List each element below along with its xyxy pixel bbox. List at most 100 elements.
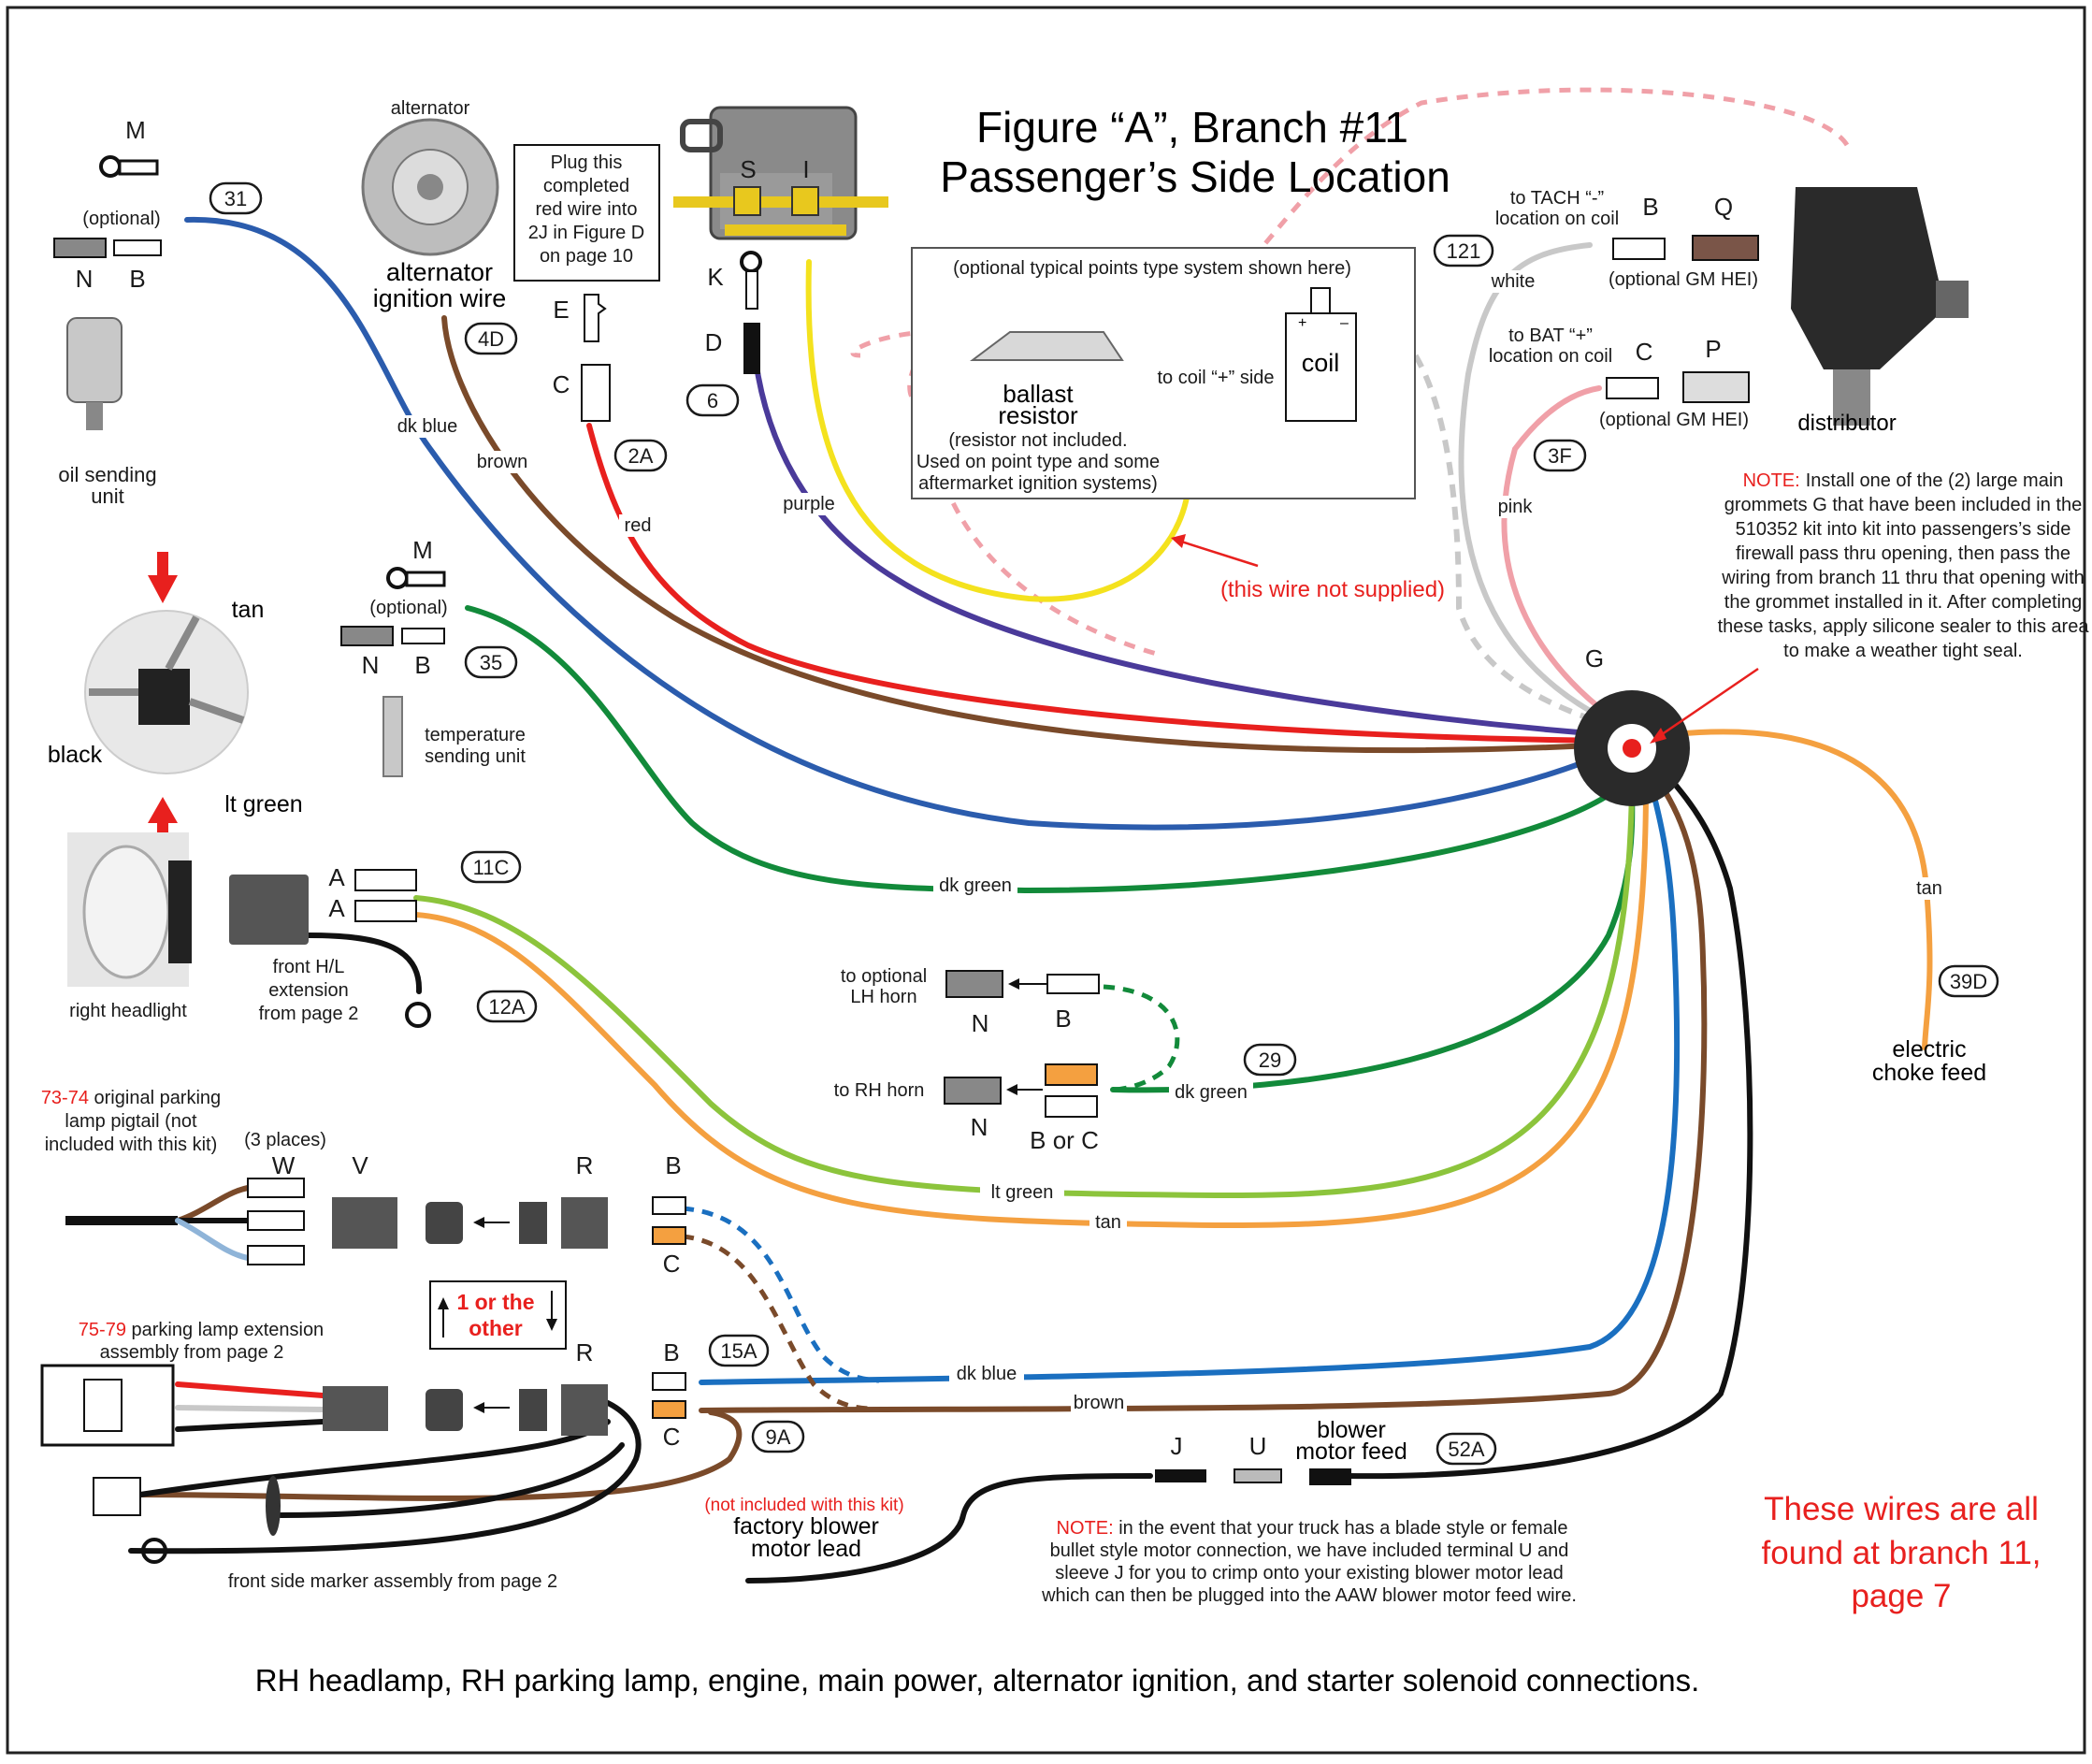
wire-11C <box>413 783 1635 1199</box>
svg-text:12A: 12A <box>488 995 525 1019</box>
wire-id-4D: 4D <box>464 322 518 355</box>
oil-optional: (optional) <box>82 209 160 229</box>
wire-id-31: 31 <box>209 181 263 215</box>
svg-text:N: N <box>972 1009 989 1037</box>
svg-text:firewall pass thru opening, th: firewall pass thru opening, then pass th… <box>1736 543 2070 564</box>
svg-text:B: B <box>665 1151 681 1179</box>
svg-text:location on coil: location on coil <box>1489 346 1612 367</box>
headlight-icon <box>82 845 170 979</box>
starter-solenoid: S I K D E C <box>553 106 888 422</box>
wire-color-label-29: dk green <box>1175 1082 1248 1103</box>
svg-text:6: 6 <box>707 389 718 412</box>
hei-terminal-icon-2 <box>1682 371 1750 403</box>
svg-text:3F: 3F <box>1548 444 1572 468</box>
wire-52A <box>1344 769 1753 1480</box>
wire-color-label-31: dk blue <box>397 416 458 437</box>
svg-text:31: 31 <box>224 187 247 210</box>
svg-text:K: K <box>707 263 724 291</box>
choke-label-2: choke feed <box>1872 1060 1986 1086</box>
oil-B: B <box>129 265 145 293</box>
pigtail-brown <box>175 1185 251 1223</box>
svg-text:LH horn: LH horn <box>850 987 916 1007</box>
wire-id-39D: 39D <box>1938 964 1999 998</box>
svg-text:NOTE: in the event that your t: NOTE: in the event that your truck has a… <box>1057 1518 1568 1539</box>
temp-sender-icon <box>382 696 403 777</box>
svg-text:distributor: distributor <box>1797 411 1896 436</box>
blower-note: NOTE: in the event that your truck has a… <box>1041 1518 1577 1606</box>
spade-terminal-icon <box>113 239 162 256</box>
wire-label-bg-4D <box>474 451 530 473</box>
svg-text:(resistor not included.: (resistor not included. <box>948 430 1127 451</box>
svg-text:red wire into: red wire into <box>536 199 638 220</box>
dashed-brown-73 <box>682 1234 871 1411</box>
wire-id-3F: 3F <box>1533 439 1587 472</box>
horn-bullet-icon <box>945 970 1003 998</box>
choke-label-1: electric <box>1892 1036 1966 1063</box>
wire-color-label-39D: tan <box>1916 878 1942 899</box>
svg-text:(optional typical points type: (optional typical points type system sho… <box>953 258 1351 279</box>
svg-text:NOTE:Install one of the (2) la: NOTE:Install one of the (2) large main <box>1743 470 2064 491</box>
coil-icon <box>1285 312 1357 422</box>
svg-text:bullet style motor connection,: bullet style motor connection, we have i… <box>1050 1540 1569 1561</box>
svg-text:completed: completed <box>543 176 629 196</box>
svg-text:tan: tan <box>232 597 265 623</box>
svg-text:73-74 original parking: 73-74 original parking <box>41 1088 221 1108</box>
not-supplied-arrowhead <box>1171 534 1186 548</box>
svg-text:front H/L: front H/L <box>273 957 345 977</box>
svg-text:to TACH “-”: to TACH “-” <box>1510 188 1604 209</box>
svg-text:front side marker assembly fro: front side marker assembly from page 2 <box>228 1571 557 1592</box>
svg-text:I: I <box>802 155 809 183</box>
connector-R-icon <box>561 1197 608 1249</box>
svg-text:included with this kit): included with this kit) <box>45 1135 218 1155</box>
svg-text:B: B <box>1642 193 1658 221</box>
wire-label-bg-35 <box>933 875 1017 897</box>
wire-id-11C: 11C <box>460 850 522 884</box>
svg-text:factory blower: factory blower <box>733 1513 879 1540</box>
wire-9A <box>699 774 1708 1413</box>
down-arrow-icon <box>148 575 178 603</box>
svg-text:510352 kit into kit into pass: 510352 kit into kit into passengers’s si… <box>1736 519 2071 540</box>
svg-text:to BAT “+”: to BAT “+” <box>1508 325 1593 346</box>
harness-red <box>175 1381 325 1398</box>
wire-color-label-6: purple <box>783 494 835 514</box>
wire-color-label-9A: brown <box>1074 1393 1124 1413</box>
svg-text:these tasks, apply silicone se: these tasks, apply silicone sealer to th… <box>1718 616 2090 637</box>
svg-text:which can then be plugged into: which can then be plugged into the AAW b… <box>1041 1585 1577 1606</box>
bullet-connector-icon <box>53 238 107 258</box>
svg-text:other: other <box>469 1316 523 1340</box>
horn-bullet-icon-2 <box>944 1077 1002 1105</box>
horn-connections: to optional LH horn N B to RH horn N B o… <box>834 966 1100 1154</box>
svg-text:+: + <box>1298 315 1306 331</box>
svg-text:121: 121 <box>1447 239 1481 263</box>
oil-M: M <box>125 116 146 144</box>
svg-text:P: P <box>1705 335 1721 363</box>
wire-label-bg-12A <box>1089 1211 1127 1234</box>
connector-V-icon <box>332 1197 397 1249</box>
svg-text:grommets G that have been incl: grommets G that have been included in th… <box>1724 495 2082 515</box>
svg-text:black: black <box>48 742 103 768</box>
hei-terminal-icon <box>1692 235 1759 261</box>
wire-15A <box>699 778 1681 1385</box>
headlight-ground-wire <box>306 933 423 994</box>
wire-id-121: 121 <box>1433 234 1494 267</box>
points-system: (optional typical points type system sho… <box>911 247 1445 602</box>
svg-text:4D: 4D <box>478 327 504 351</box>
svg-text:R: R <box>576 1151 594 1179</box>
blower-connections: (not included with this kit) factory blo… <box>704 1417 1407 1562</box>
wire-color-label-2A: red <box>625 515 652 536</box>
bat-connection: to BAT “+” location on coil C P (optiona… <box>1489 325 1750 430</box>
alternator-top-label: alternator <box>391 98 470 119</box>
svg-text:lt green: lt green <box>224 791 302 817</box>
svg-text:9A: 9A <box>766 1425 791 1449</box>
svg-text:2J in Figure D: 2J in Figure D <box>528 223 645 243</box>
wire-color-label-15A: dk blue <box>957 1364 1017 1384</box>
caption: RH headlamp, RH parking lamp, engine, ma… <box>255 1663 1700 1698</box>
svg-text:B: B <box>1055 1005 1071 1033</box>
grommet-label: G <box>1585 644 1604 672</box>
svg-text:Q: Q <box>1714 193 1733 221</box>
wire-id-9A: 9A <box>751 1420 805 1453</box>
svg-text:J: J <box>1171 1432 1183 1460</box>
oil-sender-icon <box>66 317 123 403</box>
alternator: alternator alternator ignition wire <box>361 98 506 312</box>
